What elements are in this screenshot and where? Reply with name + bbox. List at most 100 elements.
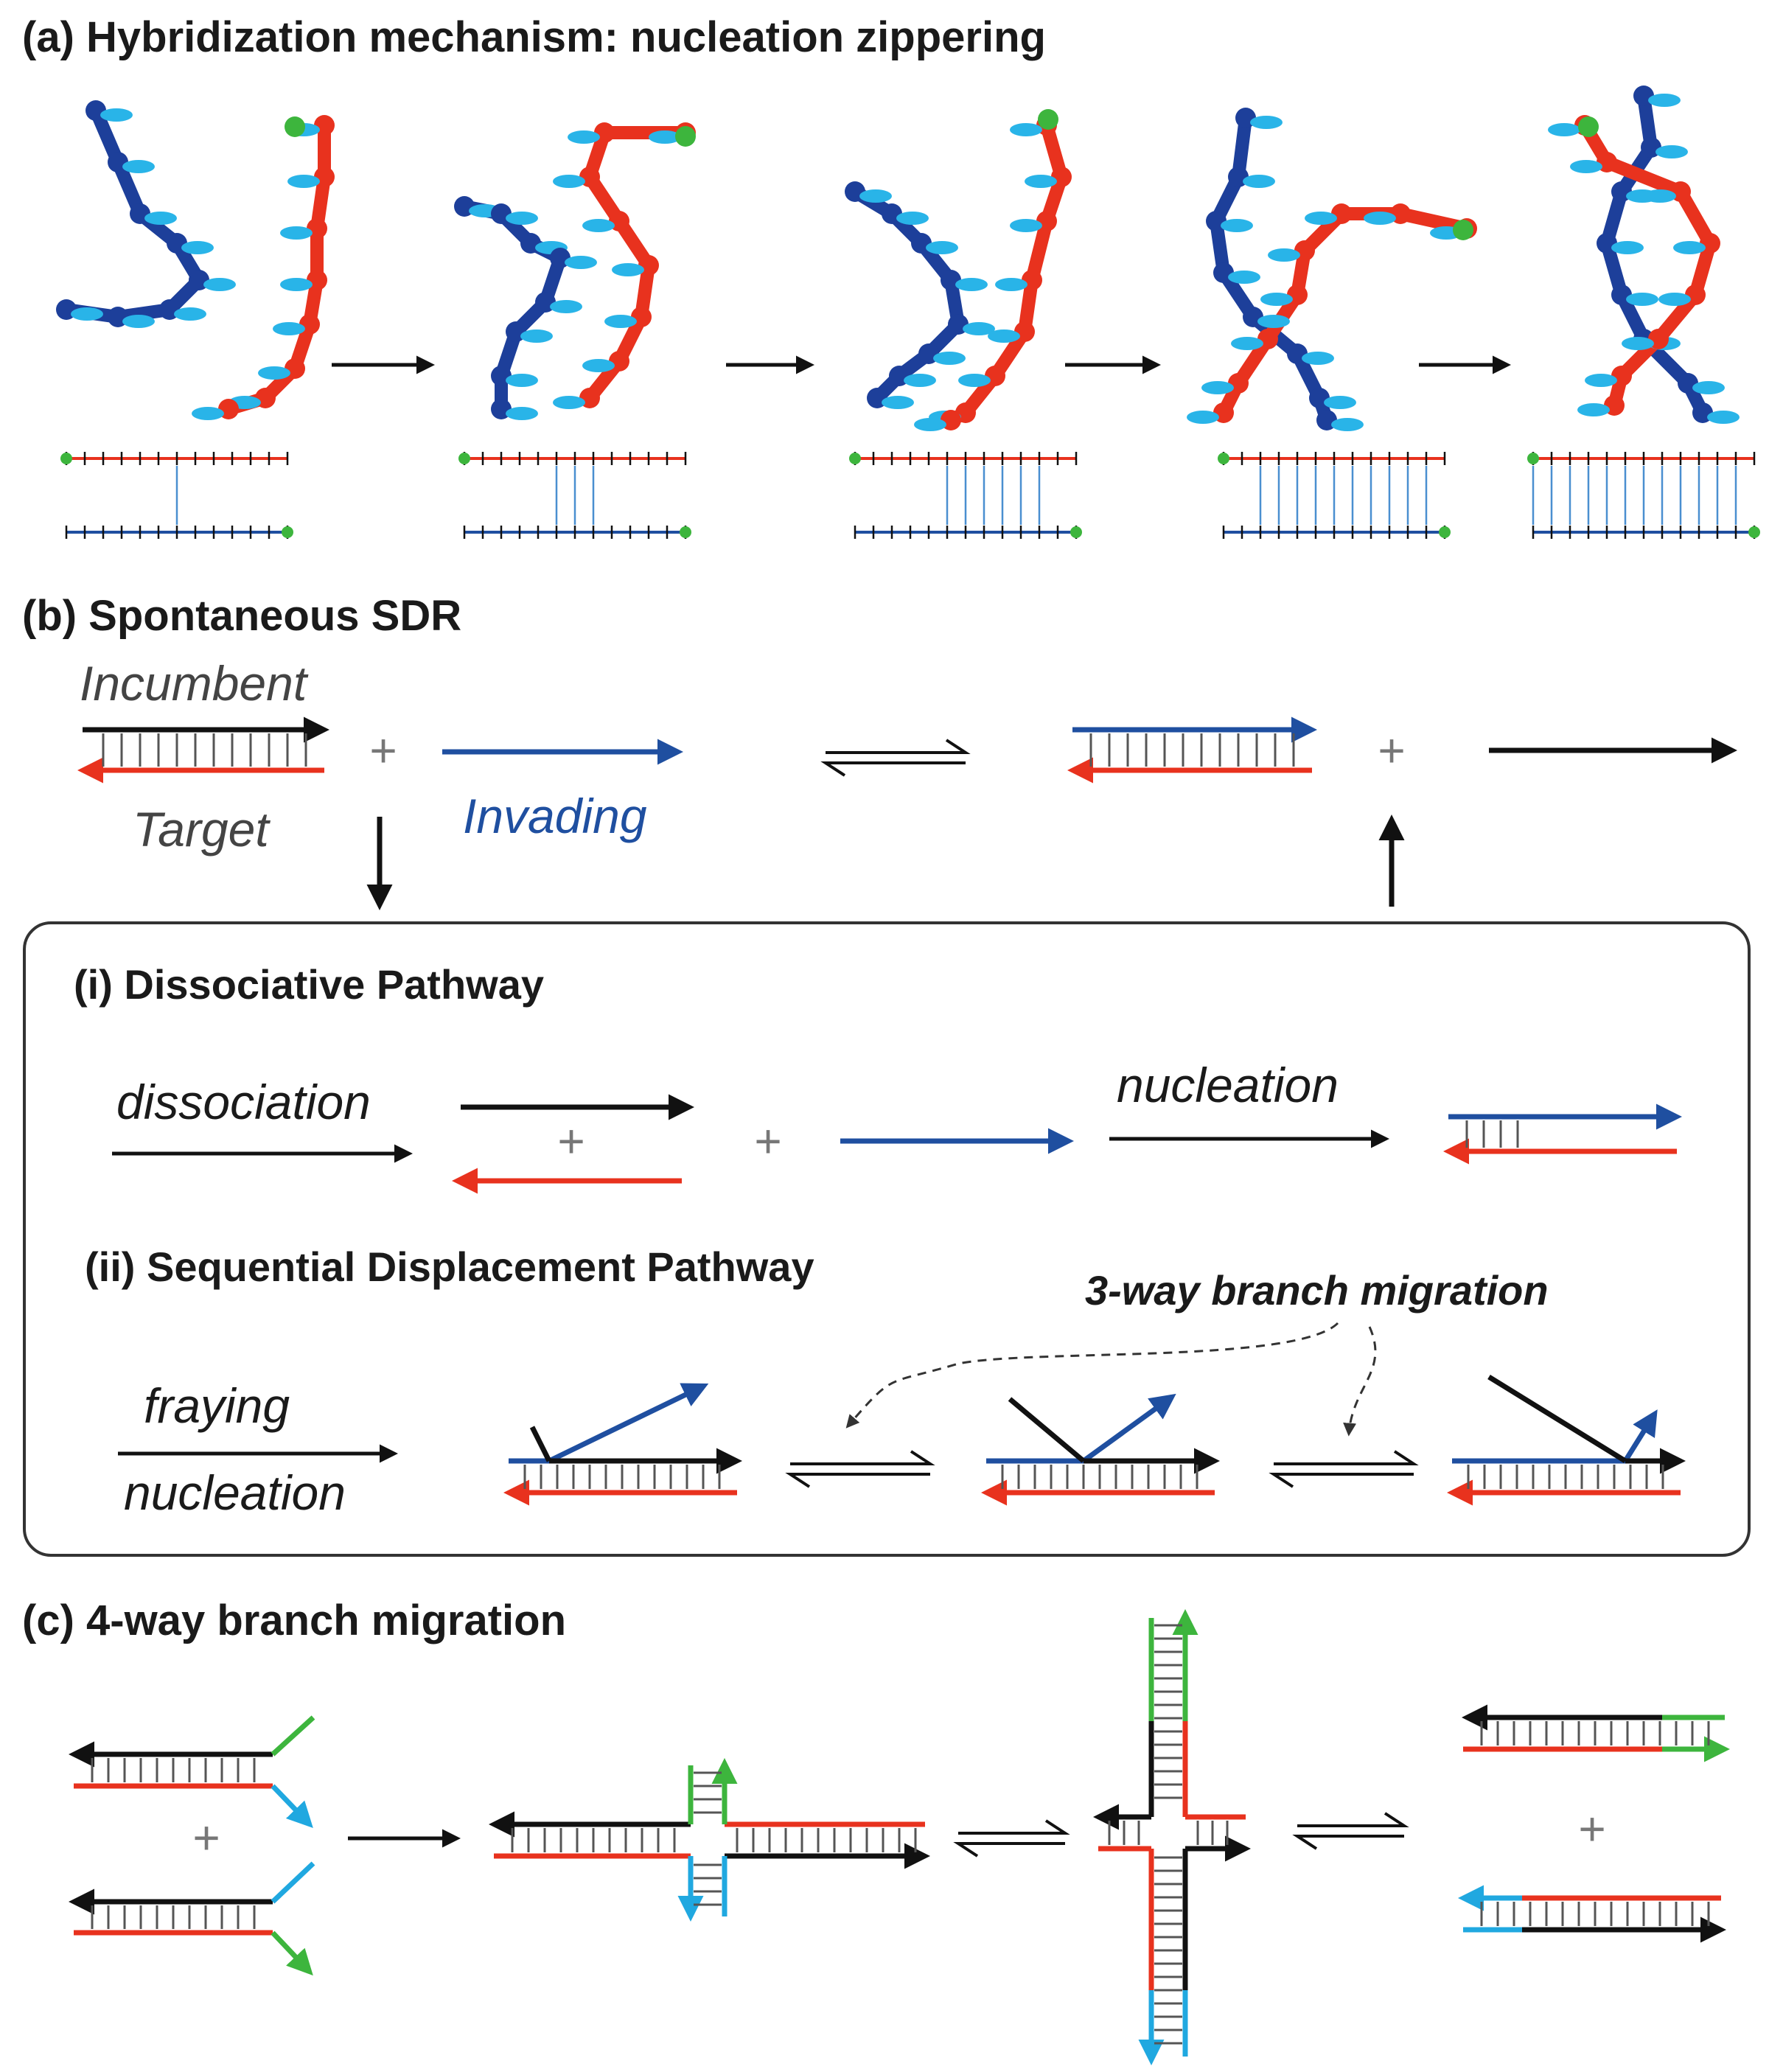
equilibrium-forward-arrow — [1297, 1812, 1409, 1827]
panel-a-molecule-renderings — [56, 86, 1740, 431]
displacement-state-1 — [503, 1383, 742, 1506]
base-ellipse — [1658, 293, 1691, 306]
base-ellipse — [1243, 175, 1275, 188]
plus-sign: + — [557, 1115, 585, 1168]
molecule-stage-5 — [1548, 86, 1740, 424]
displacement-state-2 — [981, 1393, 1220, 1506]
base-ellipse — [914, 418, 946, 431]
base-ellipse — [582, 219, 615, 232]
base-ellipse — [955, 278, 988, 291]
terminal-marker-green — [1578, 116, 1599, 137]
base-ellipse — [649, 130, 681, 144]
invading-strand-tail — [548, 1383, 709, 1464]
base-ellipse — [1228, 271, 1260, 284]
ladder-stage-1 — [60, 452, 293, 539]
terminal-marker-green — [849, 453, 861, 464]
green-overhang — [271, 1930, 313, 1976]
base-ellipse — [1692, 381, 1725, 394]
base-ellipse — [604, 315, 637, 328]
base-ellipse — [174, 307, 206, 321]
green-overhang — [271, 1715, 315, 1757]
terminal-marker-green — [1218, 453, 1229, 464]
base-ellipse — [612, 263, 644, 276]
base-ellipse — [1324, 396, 1356, 409]
base-ellipse — [550, 300, 582, 313]
base-ellipse — [1626, 293, 1658, 306]
sdr-overview-diagram: ++ — [77, 716, 1737, 910]
base-ellipse — [1201, 381, 1234, 394]
equilibrium-forward-arrow — [826, 739, 971, 754]
base-ellipse — [280, 226, 313, 240]
base-ellipse — [1221, 219, 1253, 232]
panel-c-title: (c) 4-way branch migration — [22, 1597, 566, 1644]
pathway-ii-title: (ii) Sequential Displacement Pathway — [85, 1243, 814, 1290]
branch-migration-label: 3-way branch migration — [1085, 1267, 1549, 1314]
base-ellipse — [1570, 160, 1602, 173]
base-ellipse — [280, 278, 313, 291]
base-ellipse — [506, 374, 538, 387]
base-ellipse — [273, 322, 305, 335]
base-ellipse — [1331, 418, 1364, 431]
base-ellipse — [144, 212, 177, 225]
base-ellipse — [859, 189, 892, 203]
base-ellipse — [122, 315, 155, 328]
base-ellipse — [553, 175, 585, 188]
terminal-marker-green — [680, 526, 691, 538]
molecule-stage-4 — [1187, 108, 1477, 431]
pathway-i-title: (i) Dissociative Pathway — [74, 961, 544, 1008]
displacement-equilibrium-2 — [1269, 1450, 1419, 1488]
overview-equilibrium — [820, 739, 971, 777]
base-ellipse — [1025, 175, 1057, 188]
terminal-marker-green — [675, 126, 696, 147]
base-ellipse — [71, 307, 103, 321]
dashed-pointer-arrow — [1343, 1326, 1377, 1437]
panel-b-title: (b) Spontaneous SDR — [22, 592, 461, 640]
base-ellipse — [904, 374, 936, 387]
terminal-marker-green — [60, 453, 72, 464]
base-ellipse — [1655, 145, 1688, 158]
base-ellipse — [1364, 212, 1396, 225]
base-ellipse — [1673, 241, 1706, 254]
panel-a-ladder-schematics — [60, 452, 1760, 539]
equilibrium-reverse-arrow — [1269, 1473, 1414, 1488]
ladder-stage-4 — [1218, 452, 1451, 539]
lightblue-overhang — [271, 1861, 315, 1904]
four-way-branch-migration-diagram: ++ — [69, 1609, 1730, 2065]
base-ellipse — [1622, 337, 1654, 350]
base-ellipse — [1187, 411, 1219, 424]
terminal-marker-green — [458, 453, 470, 464]
equilibrium-reverse-arrow — [1292, 1835, 1404, 1850]
terminal-marker-green — [1439, 526, 1451, 538]
molecule-stage-3 — [845, 109, 1072, 431]
ladder-stage-5 — [1527, 452, 1760, 539]
base-ellipse — [1585, 374, 1617, 387]
base-ellipse — [122, 160, 155, 173]
base-ellipse — [582, 359, 615, 372]
base-ellipse — [506, 212, 538, 225]
equilibrium-reverse-arrow — [820, 761, 966, 777]
base-ellipse — [1644, 189, 1676, 203]
base-ellipse — [1707, 411, 1740, 424]
terminal-marker-green — [282, 526, 293, 538]
base-ellipse — [1010, 123, 1042, 136]
invading-strand-tail — [1623, 1409, 1658, 1462]
terminal-marker-green — [285, 116, 305, 137]
base-ellipse — [988, 329, 1020, 343]
incumbent-frayed-tail — [1487, 1375, 1627, 1463]
incumbent-frayed-tail — [529, 1426, 552, 1462]
base-ellipse — [1611, 241, 1644, 254]
terminal-marker-green — [1038, 109, 1058, 130]
equilibrium-reverse-arrow — [953, 1842, 1065, 1858]
terminal-marker-green — [1527, 453, 1539, 464]
base-ellipse — [1548, 123, 1580, 136]
plus-sign: + — [754, 1115, 781, 1168]
target-label: Target — [133, 802, 271, 857]
equilibrium-reverse-arrow — [785, 1473, 930, 1488]
junction-equilibrium-1 — [953, 1819, 1070, 1858]
equilibrium-forward-arrow — [790, 1450, 935, 1465]
base-ellipse — [506, 407, 538, 420]
plus-sign: + — [192, 1811, 220, 1864]
base-ellipse — [553, 396, 585, 409]
incumbent-label: Incumbent — [80, 656, 309, 711]
